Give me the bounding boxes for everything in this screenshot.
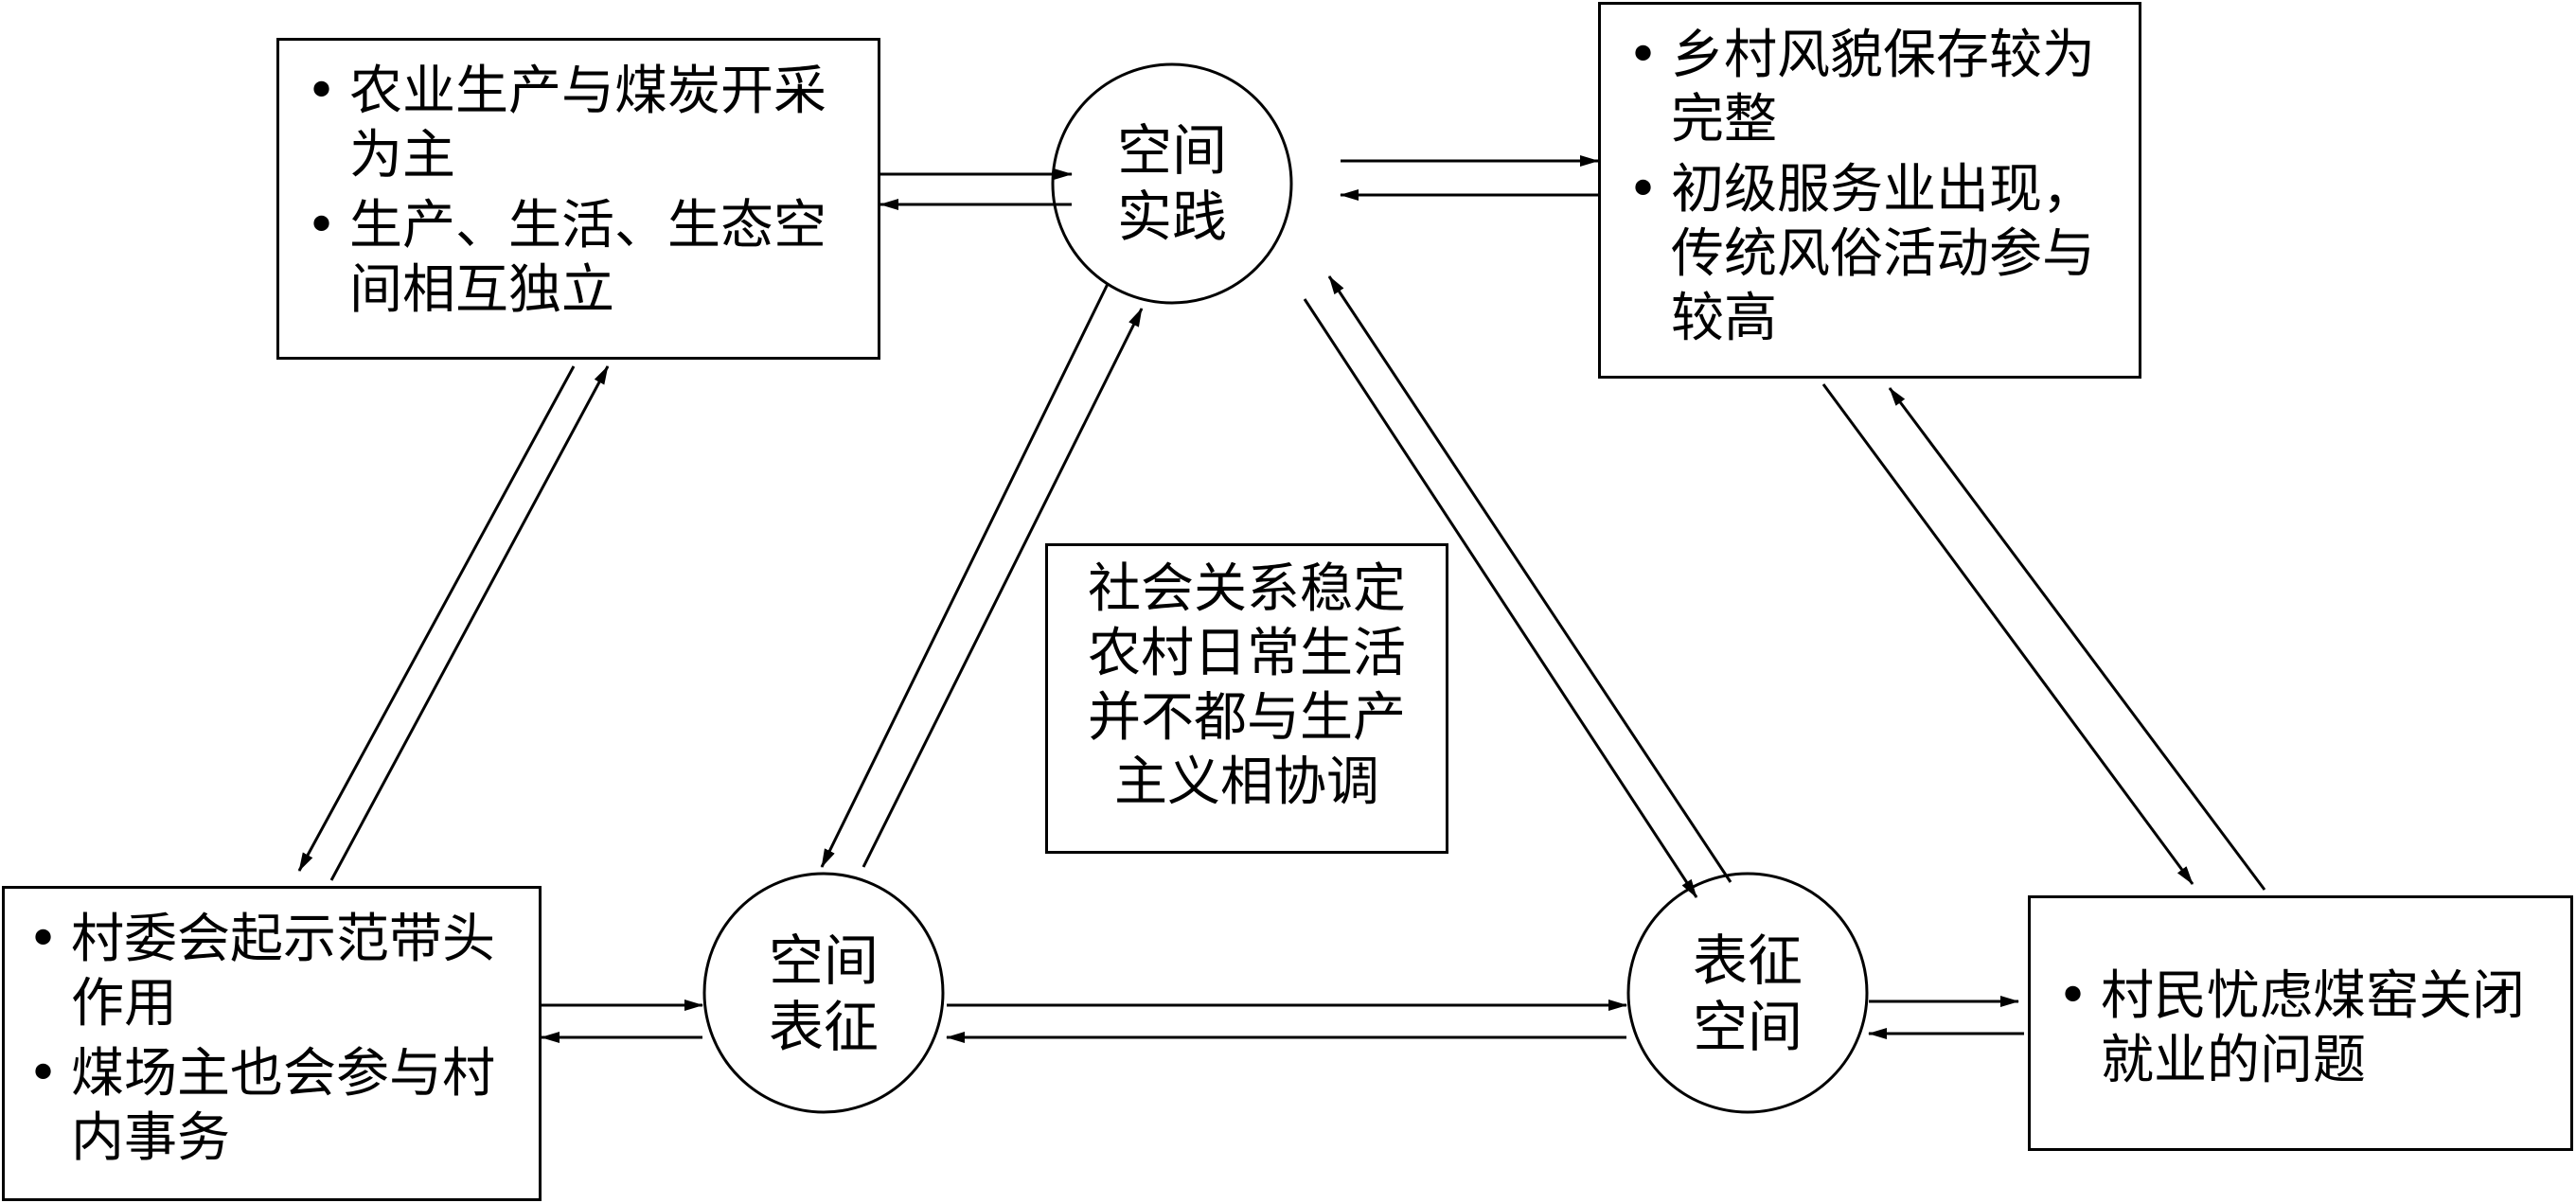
arrow-bottomleft-to-topleft [329,365,610,881]
center-note-box: 社会关系稳定 农村日常生活 并不都与生产 主义相协调 [1045,543,1448,854]
box-bottom-left: 村委会起示范带头作用 煤场主也会参与村内事务 [2,886,542,1201]
arrow-topleft-to-bottomleft [297,365,576,872]
box-top-left-item-1: 农业生产与煤炭开采为主 [293,60,855,188]
node-representation-of-space-label: 空间 表征 [768,929,879,1059]
arrow-representational-to-practice [1327,275,1732,883]
node-representational-space-circle [1626,872,1869,1114]
box-top-left: 农业生产与煤炭开采为主 生产、生活、生态空间相互独立 [276,38,880,360]
node-representational-space-label: 表征 空间 [1692,929,1803,1059]
node-spatial-practice-label: 空间 实践 [1116,118,1227,249]
box-bottom-right: 村民忧虑煤窑关闭就业的问题 [2028,895,2573,1151]
box-bottom-right-item-1: 村民忧虑煤窑关闭就业的问题 [2044,964,2551,1093]
arrow-practice-to-representational [1303,298,1698,898]
box-top-right: 乡村风貌保存较为完整 初级服务业出现，传统风俗活动参与较高 [1598,2,2141,379]
box-top-right-item-1: 乡村风貌保存较为完整 [1614,24,2120,152]
arrow-bottomright-to-topright [1888,387,2266,891]
box-top-left-item-2: 生产、生活、生态空间相互独立 [293,194,855,323]
arrow-topright-to-bottomright [1821,383,2194,885]
node-representation-of-space-circle [702,872,945,1114]
arrow-practice-to-representation [820,283,1110,868]
node-spatial-practice-circle [1051,62,1293,305]
box-bottom-left-item-1: 村委会起示范带头作用 [14,908,520,1036]
box-bottom-left-item-2: 煤场主也会参与村内事务 [14,1042,520,1171]
box-top-right-item-2: 初级服务业出现，传统风俗活动参与较高 [1614,158,2120,351]
arrow-representation-to-practice [862,308,1144,868]
